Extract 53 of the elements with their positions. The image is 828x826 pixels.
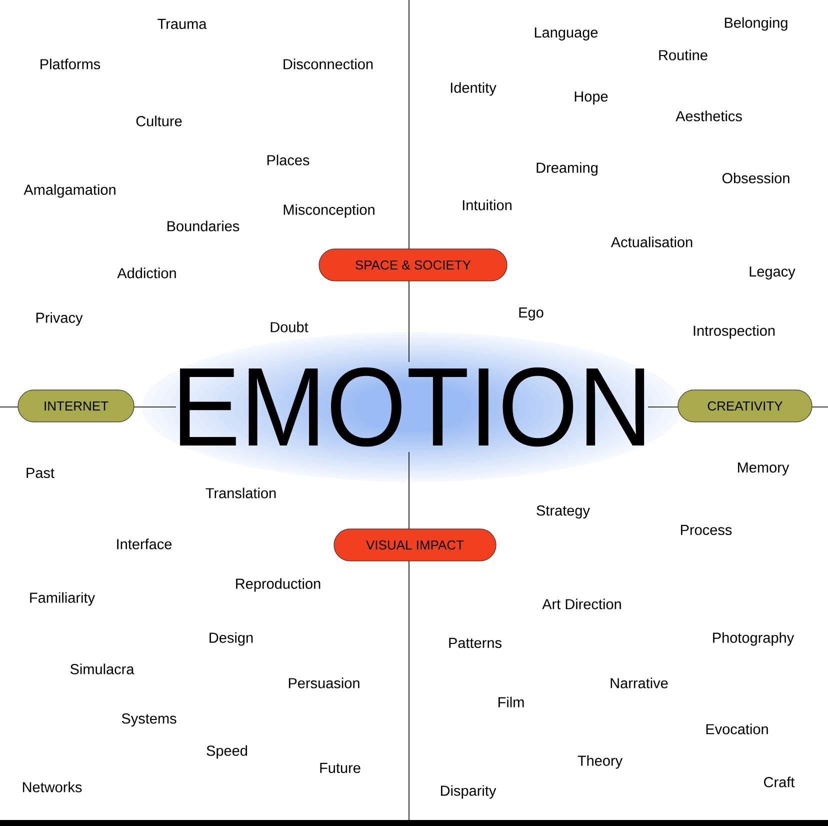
keyword: Hope	[574, 92, 608, 104]
keyword: Platforms	[40, 58, 100, 70]
keyword: Past	[26, 468, 54, 478]
keyword: Narrative	[610, 678, 668, 688]
keyword: Design	[210, 632, 253, 646]
keyword: Identity	[450, 82, 496, 96]
keyword: Simulacra	[70, 664, 134, 674]
keyword: Aesthetics	[676, 110, 742, 122]
category-pill: INTERNET	[18, 390, 134, 422]
keyword: Theory	[578, 755, 623, 769]
keyword: Intuition	[462, 200, 512, 210]
keyword: Patterns	[449, 638, 502, 648]
keyword: Trauma	[158, 18, 207, 30]
keyword: Reproduction	[236, 578, 320, 592]
keyword: Film	[498, 696, 524, 708]
keyword: Amalgamation	[24, 184, 116, 198]
keyword: Disparity	[441, 785, 496, 799]
keyword: Introspection	[694, 325, 775, 339]
keyword: Networks	[22, 782, 82, 792]
keyword: Speed	[206, 745, 248, 759]
keyword: Addiction	[117, 268, 176, 278]
keyword: Belonging	[724, 17, 788, 31]
keyword: Art Direction	[542, 598, 621, 610]
keyword: Disconnection	[284, 58, 373, 70]
keyword: Photography	[713, 632, 794, 646]
keyword: Privacy	[36, 312, 83, 326]
keyword: Ego	[519, 308, 544, 320]
keyword: Process	[681, 524, 732, 536]
keyword: Misconception	[284, 204, 374, 218]
keyword: Dreaming	[536, 162, 598, 176]
keyword: Craft	[764, 776, 795, 788]
keyword: Strategy	[536, 505, 590, 519]
keyword: Familiarity	[30, 592, 95, 606]
keyword: Legacy	[750, 266, 796, 280]
keyword: Future	[320, 762, 360, 774]
title-word: EMOTION	[180, 367, 644, 447]
keyword: Actualisation	[610, 236, 692, 248]
keyword: Language	[534, 28, 598, 40]
category-pill: VISUAL IMPACT	[334, 528, 496, 562]
keyword: Evocation	[706, 724, 768, 734]
keyword: Culture	[136, 116, 182, 126]
keyword: Places	[267, 154, 310, 166]
keyword: Systems	[122, 713, 176, 727]
keyword: Interface	[117, 538, 172, 550]
keyword: Translation	[206, 488, 276, 498]
category-pill: CREATIVITY	[678, 390, 812, 422]
keyword: Obsession	[722, 172, 790, 184]
keyword: Persuasion	[288, 678, 360, 688]
keyword: Boundaries	[168, 220, 240, 232]
category-pill: SPACE & SOCIETY	[318, 248, 508, 282]
keyword: Routine	[659, 50, 708, 60]
keyword: Doubt	[270, 322, 308, 332]
keyword: Memory	[738, 462, 790, 476]
